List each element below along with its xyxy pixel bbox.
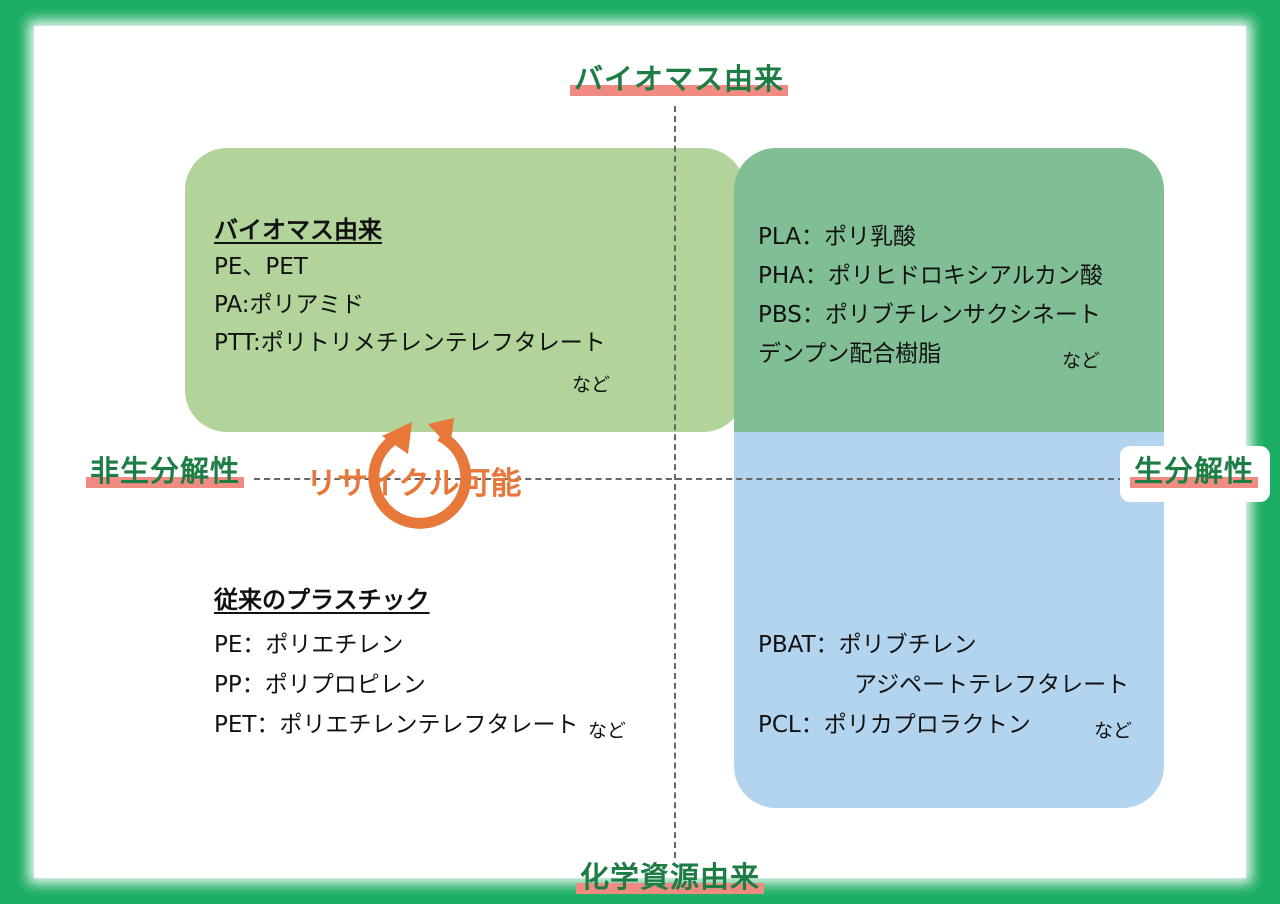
list-item: PET：ポリエチレンテレフタレート bbox=[214, 712, 579, 738]
quadrant-heading-conventional: 従来のプラスチック bbox=[214, 586, 430, 614]
vertical-axis-line bbox=[674, 106, 676, 858]
horizontal-axis-line bbox=[254, 478, 1124, 480]
list-item: PCL：ポリカプロラクトン bbox=[758, 712, 1031, 738]
circular-arrows-icon bbox=[368, 418, 472, 529]
list-item: PTT:ポリトリメチレンテレフタレート bbox=[214, 330, 606, 356]
list-item: PBAT：ポリブチレン bbox=[758, 632, 977, 658]
list-item: PHA：ポリヒドロキシアルカン酸 bbox=[758, 263, 1103, 289]
list-item: PBS：ポリブチレンサクシネート bbox=[758, 302, 1101, 328]
list-item: PE、PET bbox=[214, 254, 308, 280]
etc-label: など bbox=[1062, 350, 1101, 372]
axis-label-right: 生分解性 bbox=[1130, 454, 1259, 488]
region-fossil-biodegradable bbox=[734, 432, 1164, 808]
quadrant-heading-biomass: バイオマス由来 bbox=[214, 216, 382, 244]
list-item: PA:ポリアミド bbox=[214, 292, 365, 318]
list-item: PP：ポリプロピレン bbox=[214, 672, 426, 698]
region-biomass-biodegradable bbox=[734, 148, 1164, 432]
list-item: デンプン配合樹脂 bbox=[758, 341, 942, 367]
etc-label: など bbox=[1094, 720, 1133, 742]
region-biomass-nonbiodegradable bbox=[185, 148, 745, 432]
list-item: PE：ポリエチレン bbox=[214, 632, 404, 658]
diagram-canvas: バイオマス由来 化学資源由来 非生分解性 生分解性 バイオマス由来 PE、PET… bbox=[34, 26, 1270, 894]
etc-label: など bbox=[572, 374, 611, 396]
list-item: PLA：ポリ乳酸 bbox=[758, 224, 916, 250]
axis-label-left: 非生分解性 bbox=[86, 454, 245, 488]
etc-label: など bbox=[588, 720, 627, 742]
list-item: アジペートテレフタレート bbox=[854, 672, 1130, 698]
axis-label-top: バイオマス由来 bbox=[570, 62, 789, 96]
recycle-label: リサイクル可能 bbox=[306, 466, 522, 502]
axis-label-bottom: 化学資源由来 bbox=[576, 860, 765, 894]
